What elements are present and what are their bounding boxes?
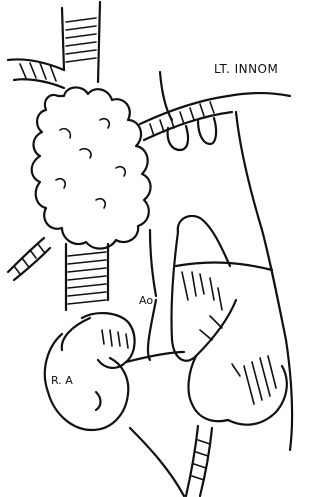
cardiac-border <box>126 352 184 496</box>
left-stub-vessel <box>8 238 50 280</box>
right-atrium <box>45 313 135 430</box>
aorta-outline <box>148 112 292 450</box>
mass-outline <box>32 87 151 248</box>
aorta-label: Ao <box>139 294 153 307</box>
left-innominate-label: LT. INNOM <box>214 62 278 76</box>
aortic-flap <box>171 216 272 361</box>
lower-svc <box>66 244 108 310</box>
ventricle-lobe <box>189 356 287 425</box>
arch-branch-loops <box>160 72 216 150</box>
superior-vessel-hatching <box>20 18 96 81</box>
right-atrium-label: R. A <box>51 374 73 387</box>
descending-vessel <box>186 426 212 496</box>
